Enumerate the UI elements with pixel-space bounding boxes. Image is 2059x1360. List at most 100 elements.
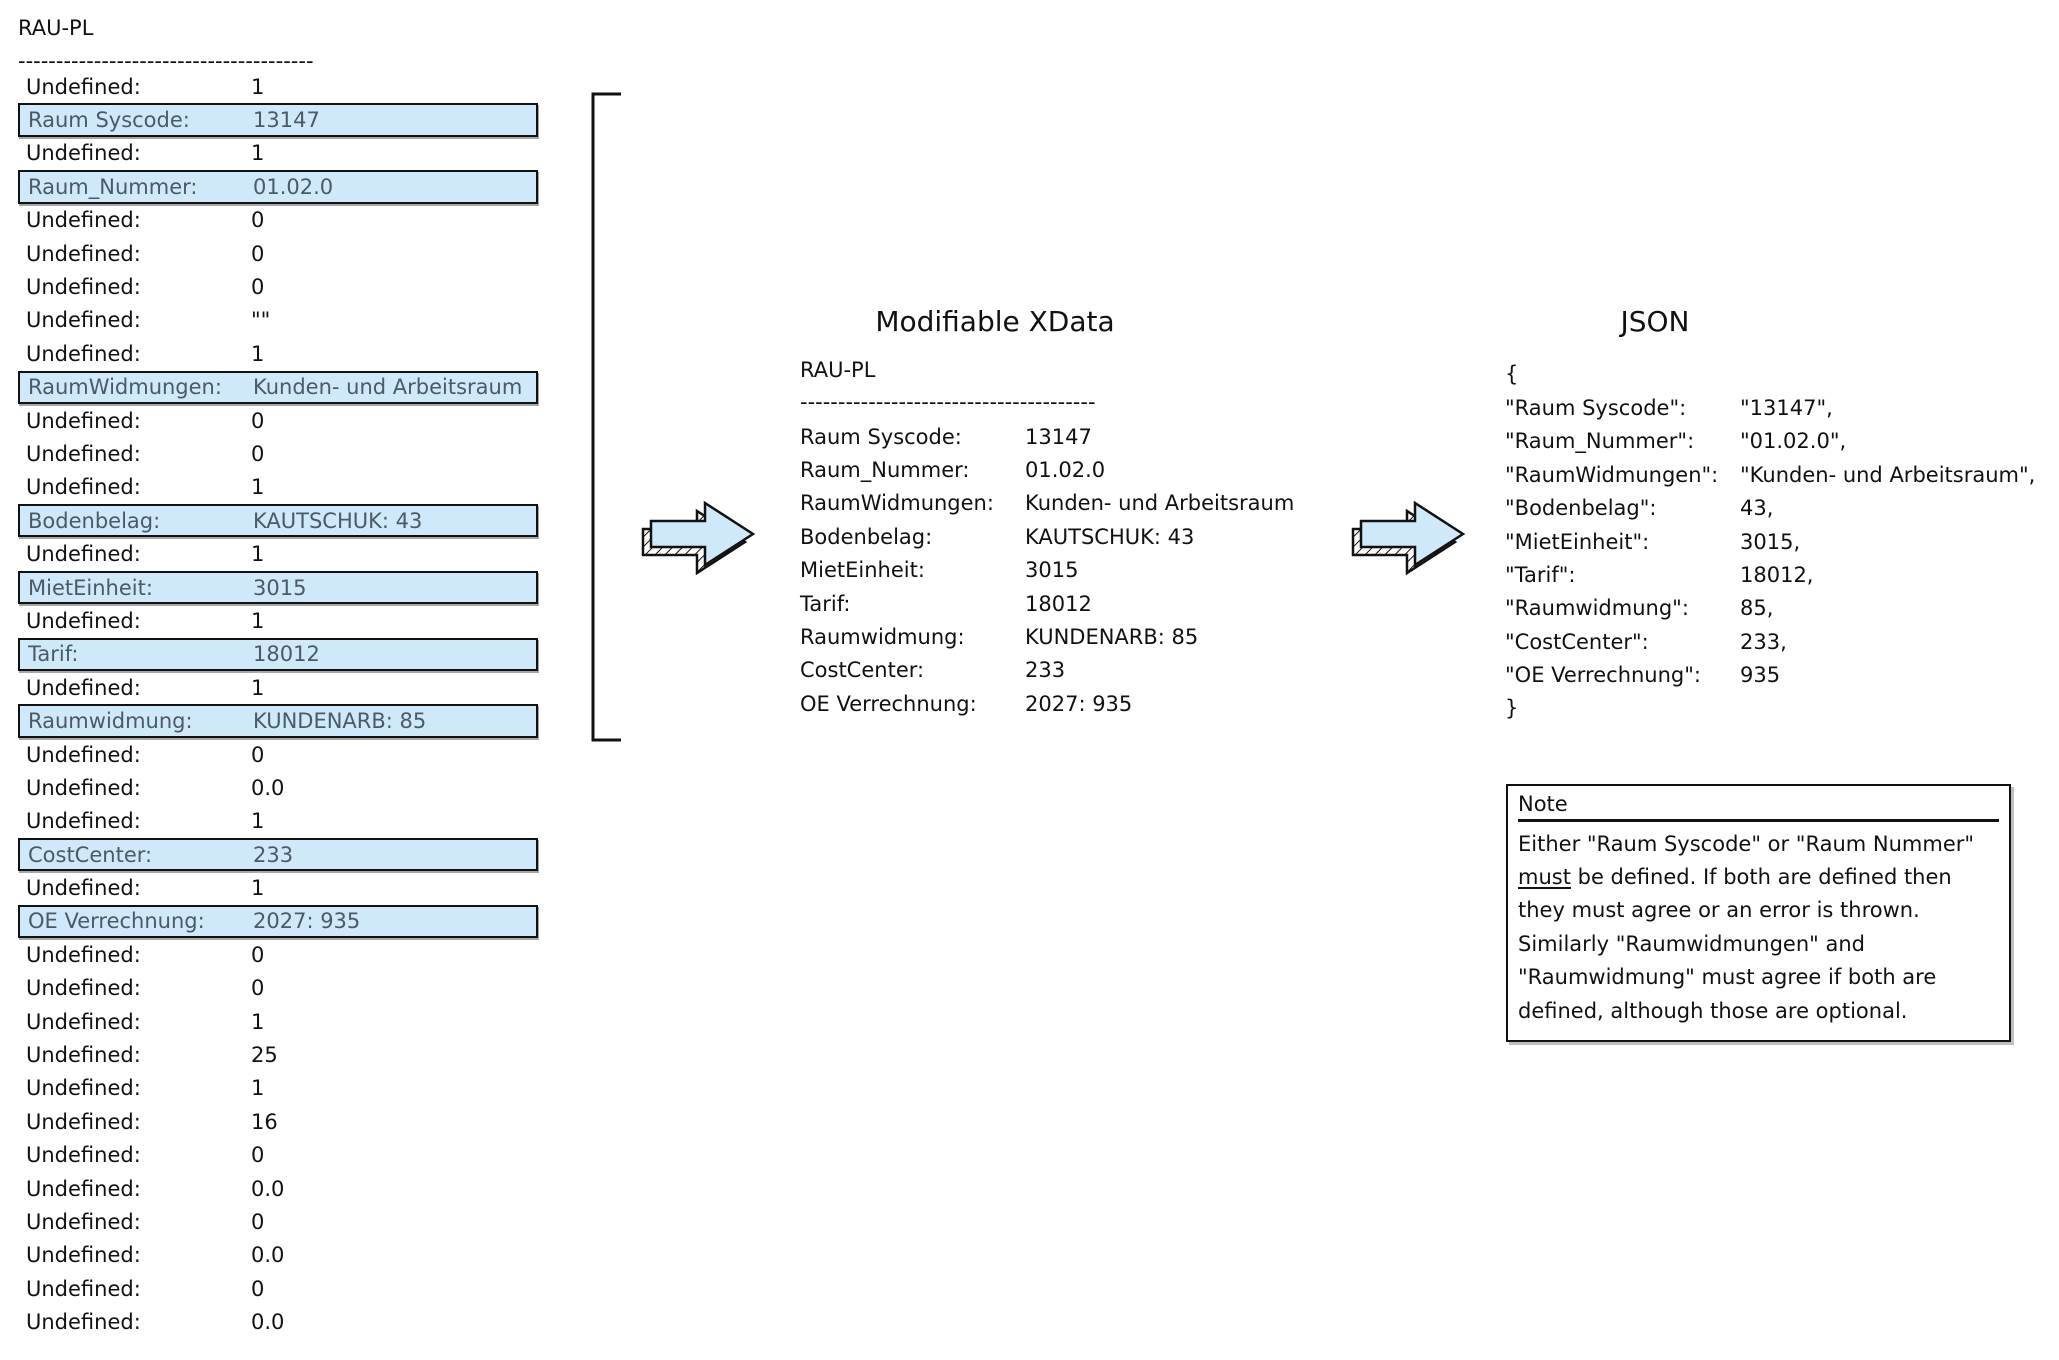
note-text-after: be defined. If both are defined then the… <box>1518 864 1952 1023</box>
json-value: 43, <box>1740 496 1774 521</box>
raw-row-key: Undefined: <box>26 1043 141 1068</box>
xdata-row-value: 233 <box>1025 658 1066 683</box>
raw-row: Undefined:0.0 <box>18 1239 553 1272</box>
raw-row-value: 0.0 <box>251 1243 285 1268</box>
raw-row: Undefined:1 <box>18 70 553 103</box>
json-line: "Raum_Nummer":"01.02.0", <box>1505 425 2059 458</box>
raw-row-value: 0 <box>251 1209 265 1234</box>
raw-row-value: 1 <box>251 876 265 901</box>
json-value: 3015, <box>1740 529 1801 554</box>
note-title: Note <box>1518 792 1568 816</box>
note-box: Note Either "Raum Syscode" or "Raum Numm… <box>1506 784 2011 1042</box>
xdata-row-key: Bodenbelag: <box>800 524 933 549</box>
xdata-row: Tarif:18012 <box>800 587 1360 620</box>
xdata-row-value: 3015 <box>1025 558 1079 583</box>
raw-row-value: "" <box>251 308 271 333</box>
raw-row-key: Undefined: <box>26 876 141 901</box>
raw-row-key: Undefined: <box>26 1209 141 1234</box>
json-key: "Bodenbelag": <box>1505 496 1657 521</box>
raw-row-highlighted: CostCenter:233 <box>18 837 538 872</box>
json-line: "Bodenbelag": 43, <box>1505 492 2059 525</box>
raw-row: Undefined: 1 <box>18 337 553 370</box>
arrow-right-icon-2 <box>1345 495 1475 576</box>
grouping-bracket <box>585 92 631 742</box>
json-line: "Raumwidmung": 85, <box>1505 592 2059 625</box>
note-emphasis: must <box>1518 864 1571 889</box>
json-value: 85, <box>1740 596 1774 621</box>
raw-row-key: Undefined: <box>26 742 141 767</box>
json-value: "01.02.0", <box>1740 429 1847 454</box>
raw-row-value: 3015 <box>253 575 307 600</box>
raw-row-value: 0 <box>251 408 265 433</box>
raw-row-value: 13147 <box>253 108 320 133</box>
raw-row-value: 1 <box>251 675 265 700</box>
json-key: "Raum Syscode": <box>1505 396 1687 421</box>
raw-row: Undefined: 0 <box>18 437 553 470</box>
raw-row-key: Undefined: <box>26 1143 141 1168</box>
xdata-row-key: CostCenter: <box>800 658 925 683</box>
raw-row: Undefined:"" <box>18 304 553 337</box>
raw-row-value: 0.0 <box>251 775 285 800</box>
raw-row: Undefined:0 <box>18 270 553 303</box>
raw-row-highlighted: OE Verrechnung:2027: 935 <box>18 904 538 939</box>
raw-row-value: 0 <box>251 241 265 266</box>
raw-row-value: 1 <box>251 341 265 366</box>
raw-row-highlighted: MietEinheit: 3015 <box>18 570 538 605</box>
note-text: Either "Raum Syscode" or "Raum Nummer" m… <box>1518 828 1999 1028</box>
xdata-row: RaumWidmungen:Kunden- und Arbeitsraum <box>800 487 1360 520</box>
raw-row-value: 1 <box>251 141 265 166</box>
xdata-row-key: Raumwidmung: <box>800 625 965 650</box>
raw-row-value: 0.0 <box>251 1310 285 1335</box>
json-body: { "Raum Syscode":"13147","Raum_Nummer":"… <box>1505 358 2059 725</box>
xdata-row: CostCenter: 233 <box>800 654 1360 687</box>
raw-row-value: 0 <box>251 441 265 466</box>
json-key: "Raumwidmung": <box>1505 596 1689 621</box>
xdata-row-value: 13147 <box>1025 424 1092 449</box>
raw-row-value: Kunden- und Arbeitsraum <box>253 375 523 400</box>
raw-row-key: Undefined: <box>26 1276 141 1301</box>
raw-row-value: 1 <box>251 542 265 567</box>
json-panel: JSON { "Raum Syscode":"13147","Raum_Numm… <box>1505 305 2059 725</box>
json-key: "MietEinheit": <box>1505 529 1650 554</box>
raw-row-key: Undefined: <box>26 475 141 500</box>
raw-row-value: 1 <box>251 809 265 834</box>
raw-row: Undefined:25 <box>18 1038 553 1071</box>
raw-row: Undefined: 1 <box>18 871 553 904</box>
raw-row-key: Undefined: <box>26 775 141 800</box>
raw-row-highlighted: RaumWidmungen: Kunden- und Arbeitsraum <box>18 370 538 404</box>
raw-row-key: Undefined: <box>26 141 141 166</box>
xdata-row: MietEinheit:3015 <box>800 554 1360 587</box>
json-line: "RaumWidmungen":"Kunden- und Arbeitsraum… <box>1505 458 2059 491</box>
raw-row-key: MietEinheit: <box>28 575 153 600</box>
xdata-row-value: Kunden- und Arbeitsraum <box>1025 491 1295 516</box>
raw-row-value: 0 <box>251 942 265 967</box>
xdata-row-value: KAUTSCHUK: 43 <box>1025 524 1195 549</box>
raw-row: Undefined:0 <box>18 237 553 270</box>
raw-row-key: Undefined: <box>26 1009 141 1034</box>
json-line: "Tarif":18012, <box>1505 558 2059 591</box>
raw-row-key: Undefined: <box>26 1109 141 1134</box>
raw-row-key: Undefined: <box>26 341 141 366</box>
raw-row: Undefined: 1 <box>18 137 553 170</box>
json-key: "CostCenter": <box>1505 629 1649 654</box>
json-line: "CostCenter":233, <box>1505 625 2059 658</box>
raw-row-key: RaumWidmungen: <box>28 375 222 400</box>
raw-row-value: 0 <box>251 742 265 767</box>
raw-row-value: 16 <box>251 1109 278 1134</box>
raw-row-key: Tarif: <box>28 642 79 667</box>
raw-row-key: OE Verrechnung: <box>28 909 205 934</box>
xdata-divider: --------------------------------------- <box>800 390 1096 412</box>
raw-row-key: Undefined: <box>26 1076 141 1101</box>
raw-row-value: 0 <box>251 1276 265 1301</box>
note-divider <box>1518 819 1999 822</box>
raw-row-value: 1 <box>251 1076 265 1101</box>
raw-row: Undefined: 1 <box>18 671 553 704</box>
xdata-row: Raum_Nummer:01.02.0 <box>800 453 1360 486</box>
raw-row: Undefined: 0 <box>18 1272 553 1305</box>
xdata-subtitle: RAU-PL <box>800 358 876 382</box>
raw-row-key: Undefined: <box>26 675 141 700</box>
raw-row-key: Undefined: <box>26 441 141 466</box>
json-line: "MietEinheit": 3015, <box>1505 525 2059 558</box>
raw-row-value: 233 <box>253 842 294 867</box>
